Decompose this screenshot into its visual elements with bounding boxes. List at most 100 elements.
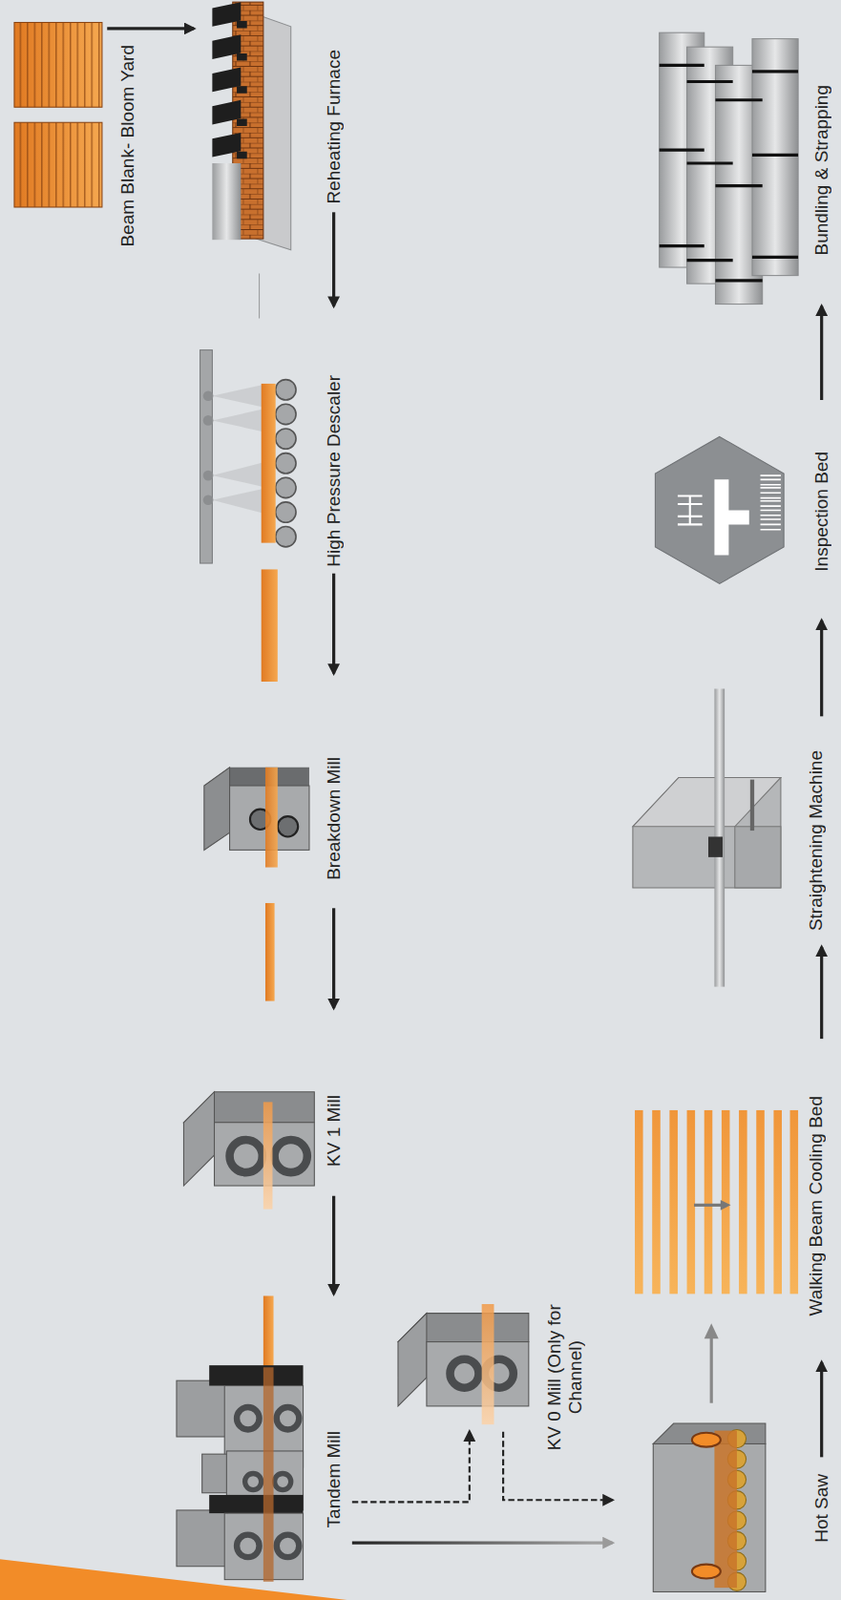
cooling-bed-symbol <box>634 1110 799 1294</box>
hot-saw-symbol <box>652 1323 766 1592</box>
stand-drive <box>176 1380 228 1437</box>
roller <box>275 502 296 523</box>
flow-arrow <box>819 306 823 400</box>
hot-bar <box>263 1101 274 1209</box>
bloom-lines <box>14 122 103 208</box>
stage-label: KV 1 Mill <box>323 1094 345 1167</box>
stage-label: Bundling & Strapping <box>811 84 833 256</box>
flow-arrow <box>106 26 194 30</box>
process-stage: Tandem Mill <box>173 1293 353 1590</box>
cooling-bar <box>669 1110 678 1294</box>
cooling-bar <box>756 1110 765 1294</box>
mill-front <box>426 1342 529 1407</box>
kv1-mill-symbol <box>183 1092 315 1210</box>
stand-top <box>209 1494 303 1514</box>
roller <box>275 526 296 547</box>
transfer-arrowhead <box>704 1323 719 1339</box>
cooling-bar <box>738 1110 748 1294</box>
hot-bar <box>482 1303 495 1425</box>
saw-blade <box>692 1432 721 1448</box>
stage-label: Beam Blank- Bloom Yard <box>117 44 139 248</box>
beam-icon <box>677 495 703 525</box>
machine-slot <box>750 779 755 831</box>
process-stage: KV 1 Mill <box>178 1008 353 1197</box>
inspection-symbol <box>654 436 784 584</box>
walk-arrow <box>693 1203 723 1207</box>
process-stage: Beam Blank- Bloom Yard <box>10 18 108 252</box>
process-stage: Walking Beam Cooling Bed <box>624 1038 840 1363</box>
mill-roll <box>274 1139 308 1173</box>
hot-bar <box>263 1366 274 1581</box>
walk-arrowhead <box>720 1199 732 1211</box>
descaler-symbol <box>200 350 297 682</box>
furnace-symbol <box>211 1 291 318</box>
barcode-icon <box>760 475 781 530</box>
stage-label: Straightening Machine <box>805 750 827 931</box>
mill-side <box>183 1092 214 1186</box>
stage-label: Hot Saw <box>811 1473 833 1543</box>
leader-line <box>258 273 260 318</box>
nozzle <box>203 470 214 482</box>
roller <box>275 403 296 424</box>
bloom-pile <box>14 22 103 108</box>
process-stage: High Pressure Descaler <box>193 306 353 574</box>
roller <box>275 428 296 449</box>
cooling-bar <box>651 1110 661 1294</box>
process-stage: Reheating Furnace <box>193 0 353 212</box>
process-stage: KV 0 Mill (Only for Channel) <box>393 1303 592 1432</box>
cooling-bar <box>687 1110 696 1294</box>
mill-roll <box>236 1407 260 1430</box>
bundle-symbol <box>659 32 799 304</box>
hot-bloom <box>265 767 278 868</box>
mill-side <box>398 1313 427 1407</box>
machine-notch <box>708 836 723 857</box>
straightener-symbol <box>632 688 781 987</box>
mill-roll <box>276 1534 300 1558</box>
stage-label: Walking Beam Cooling Bed <box>805 1095 827 1317</box>
saw-blade <box>692 1564 721 1579</box>
bloom-stack <box>14 22 103 208</box>
mill-roll <box>236 1534 260 1558</box>
tandem-mill-symbol <box>176 1295 304 1581</box>
flow-arrow <box>352 1541 613 1545</box>
cooling-bar <box>790 1110 799 1294</box>
bloom-pile <box>14 122 103 208</box>
furnace-skid-ends <box>236 24 248 156</box>
stage-label: Reheating Furnace <box>323 49 345 205</box>
strap <box>659 64 799 281</box>
stage-label: KV 0 Mill (Only for Channel) <box>544 1301 587 1454</box>
breakdown-mill-symbol <box>204 767 310 1002</box>
nozzle <box>203 415 214 426</box>
stand-top <box>209 1365 303 1386</box>
process-stage: Hot Saw <box>612 1456 840 1595</box>
dashed-arrow <box>352 1431 470 1503</box>
water-spray <box>211 383 268 515</box>
roller <box>275 453 296 474</box>
hot-beam <box>714 1430 737 1589</box>
kv0-mill-symbol <box>398 1303 529 1425</box>
hot-bloom <box>261 568 278 682</box>
hot-bloom <box>261 383 276 544</box>
flow-arrow <box>332 211 336 306</box>
stage-label: Breakdown Mill <box>323 756 345 881</box>
process-stage: Bundling & Strapping <box>643 28 840 307</box>
machine-top <box>632 777 781 826</box>
inspection-hexagon <box>654 436 784 584</box>
gauge-icon <box>714 479 749 555</box>
bloom-lines <box>14 22 103 108</box>
flow-arrow <box>819 946 823 1039</box>
machine-body <box>632 777 781 887</box>
stage-label: Tandem Mill <box>323 1430 345 1528</box>
flow-arrow <box>332 907 336 1009</box>
furnace-base <box>211 163 241 240</box>
stand-drive <box>176 1510 228 1567</box>
machine-front <box>735 826 781 888</box>
mill-roll <box>276 1407 300 1430</box>
bundle <box>752 39 799 276</box>
flow-arrow <box>819 620 823 716</box>
nozzle <box>203 390 214 401</box>
mill-roll <box>245 1472 262 1490</box>
furnace-skids <box>211 1 241 157</box>
nozzle <box>203 494 214 505</box>
